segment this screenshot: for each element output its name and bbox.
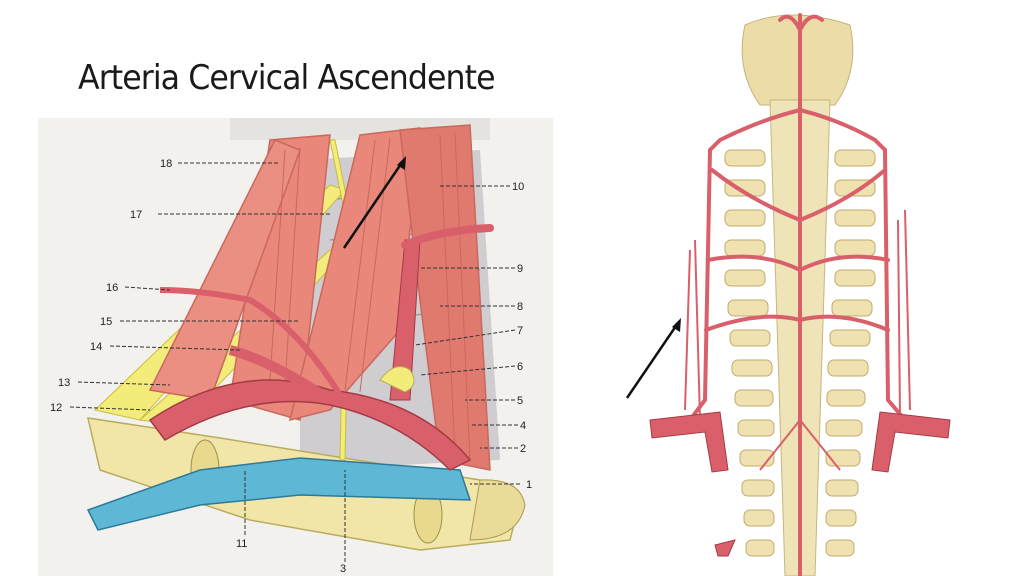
lower-artery-cut [714,539,736,557]
annotation-arrow-left-head [397,156,406,170]
label-2: 2 [520,443,526,455]
label-10: 10 [512,181,524,193]
annotation-arrow-left-shaft [342,160,405,249]
subclavian-artery [148,379,472,471]
vertebral-artery-branches [684,209,911,471]
label-1: 1 [526,479,532,491]
label-7: 7 [517,325,523,337]
ascending-cervical-branch [401,224,494,249]
annotation-arrow-right-shaft [625,322,680,399]
label-17: 17 [130,209,142,221]
label-18: 18 [160,158,172,170]
label-4: 4 [520,420,526,432]
label-12: 12 [50,402,62,414]
subclavian-vein [86,457,472,531]
label-14: 14 [90,341,102,353]
muscle-fiber-lines [269,132,471,461]
suprascapular-artery [228,345,333,405]
label-leader-lines [69,162,520,562]
label-9: 9 [517,263,523,275]
ganglion [379,366,415,393]
label-11: 11 [236,538,247,550]
label-5: 5 [517,395,523,407]
nerve-roots [724,149,876,557]
label-13: 13 [58,377,70,389]
transverse-cervical-artery [159,287,343,397]
annotation-arrow-right-head [672,318,681,332]
label-16: 16 [106,282,118,294]
label-15: 15 [100,316,112,328]
brainstem [741,14,854,106]
spinal-arteries [688,13,907,576]
label-3: 3 [340,563,346,575]
sternal-end [469,479,526,541]
label-6: 6 [517,361,523,373]
subclavian-artery-right-cut [871,411,951,473]
slide-title: Arteria Cervical Ascendente [78,58,496,98]
subclavian-artery-left-cut [649,411,729,473]
label-8: 8 [517,301,523,313]
